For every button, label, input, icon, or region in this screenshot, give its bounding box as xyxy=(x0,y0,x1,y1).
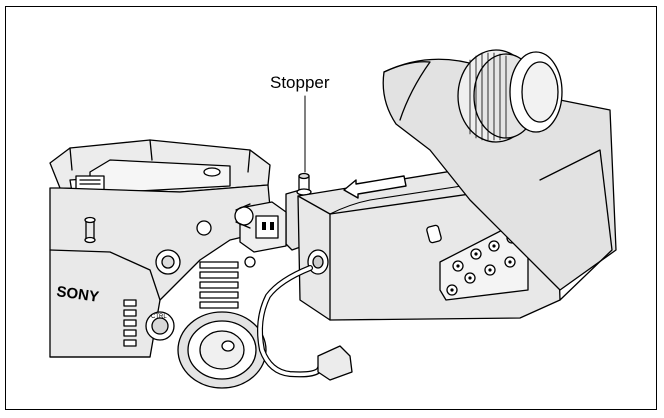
stopper-label: Stopper xyxy=(270,73,330,92)
lens-mount xyxy=(177,311,267,389)
viewfinder-eyepiece xyxy=(382,49,617,301)
vent-grille xyxy=(199,261,239,309)
camera-body xyxy=(49,139,273,389)
sony-marking: SONY xyxy=(55,283,99,306)
slide-direction-arrow xyxy=(343,175,407,199)
stopper-pin xyxy=(296,172,312,196)
viewfinder-cable xyxy=(257,265,353,381)
ctrl-marking: CTRL xyxy=(151,314,167,320)
viewfinder-mount-bracket xyxy=(234,189,307,253)
